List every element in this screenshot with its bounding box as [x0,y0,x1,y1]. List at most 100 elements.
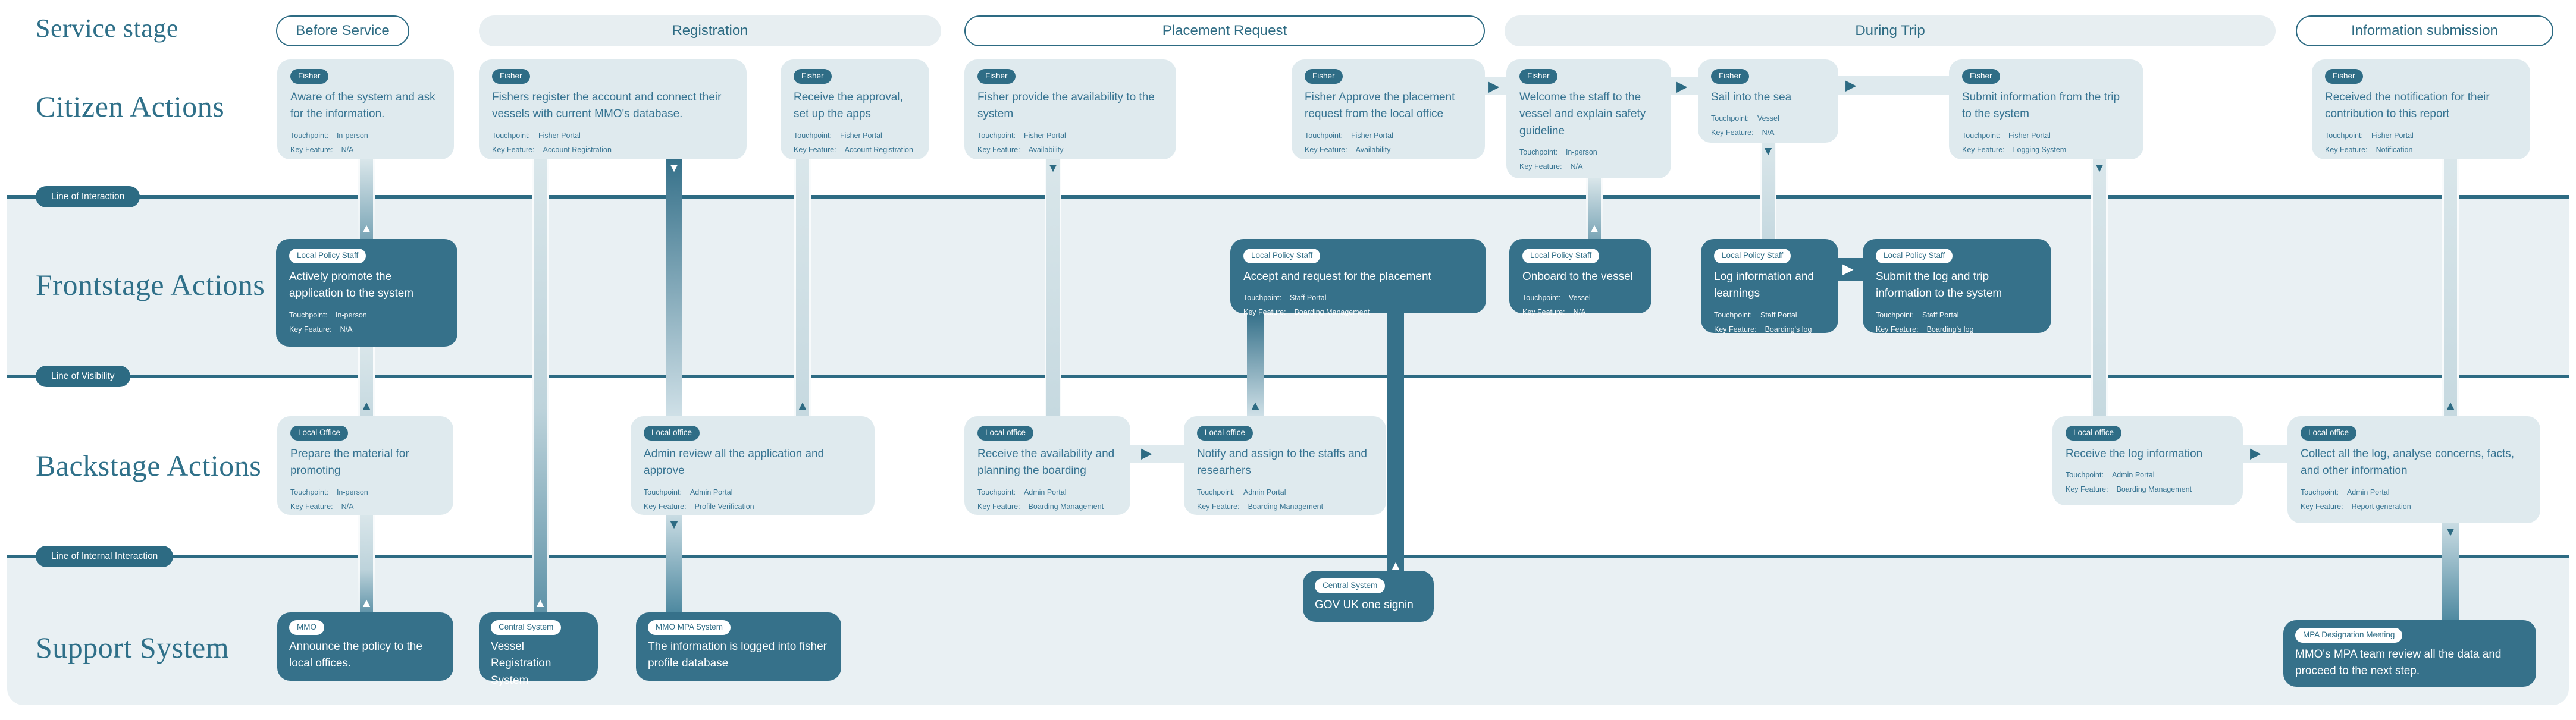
stage-pill-label: Before Service [296,23,390,39]
stage-pill-during-trip[interactable]: During Trip [1505,15,2276,46]
key-feature-label: Key Feature: [1519,162,1562,171]
touchpoint-row: Touchpoint:In-person [290,486,440,500]
card-title: Receive the approval, set up the apps [794,90,903,121]
touchpoint-row: Touchpoint:Vessel [1711,112,1825,126]
lane-label-service-stage: Service stage [36,14,178,43]
touchpoint-value: Vessel [1757,114,1779,123]
key-feature-row: Key Feature:Availability [1305,143,1472,158]
touchpoint-label: Touchpoint: [290,131,328,140]
touchpoint-row: Touchpoint:In-person [1519,146,1658,160]
horizontal-connector [1669,77,1700,95]
touchpoint-value: In-person [1565,148,1597,157]
touchpoint-label: Touchpoint: [289,310,327,319]
card-title: MMO's MPA team review all the data and p… [2295,647,2502,678]
vertical-connector [1387,313,1404,571]
touchpoint-row: Touchpoint:Admin Portal [1197,486,1373,500]
key-feature-label: Key Feature: [644,502,687,511]
key-feature-value: Availability [1355,145,1391,154]
touchpoint-row: Touchpoint:Admin Portal [2066,469,2230,483]
stage-pill-before-service[interactable]: Before Service [276,15,409,46]
actor-badge: Local Office [290,426,349,441]
arrow-right-icon: ▶ [1842,261,1854,277]
key-feature-label: Key Feature: [1522,308,1565,317]
touchpoint-row: Touchpoint: In-person [290,129,441,143]
actor-badge: MMO MPA System [648,620,731,635]
key-feature-row: Key Feature:Logging System [1962,143,2130,158]
touchpoint-value: In-person [335,310,367,319]
key-feature-value: Report generation [2351,502,2411,511]
card-title: Fisher Approve the placement request fro… [1305,90,1455,121]
vertical-connector [2442,523,2459,621]
touchpoint-value: Admin Portal [690,488,733,496]
lane-label-backstage-actions: Backstage Actions [36,449,262,482]
actor-badge: Local Policy Staff [1876,249,1953,263]
key-feature-label: Key Feature: [794,145,836,154]
key-feature-label: Key Feature: [1714,325,1757,334]
stage-pill-registration[interactable]: Registration [479,15,941,46]
stage-pill-placement-request[interactable]: Placement Request [964,15,1485,46]
touchpoint-value: Staff Portal [1289,294,1327,303]
arrow-right-icon: ▶ [2250,445,2261,461]
key-feature-value: N/A [1573,308,1586,317]
touchpoint-label: Touchpoint: [492,131,530,140]
key-feature-row: Key Feature:Notification [2325,143,2517,158]
touchpoint-label: Touchpoint: [794,131,832,140]
actor-badge: Fisher [1519,69,1557,84]
line-of-internal-interaction-badge: Line of Internal Interaction [36,546,174,567]
touchpoint-row: Touchpoint:Admin Portal [977,486,1117,500]
key-feature-label: Key Feature: [2066,485,2108,494]
touchpoint-label: Touchpoint: [1197,488,1235,496]
key-feature-label: Key Feature: [492,145,535,154]
stage-pill-information-submission[interactable]: Information submission [2296,15,2553,46]
actor-badge: Local Policy Staff [289,249,366,263]
touchpoint-row: Touchpoint: Staff Portal [1243,291,1473,306]
card-title: Announce the policy to the local offices… [289,640,422,670]
key-feature-value: Boarding Management [2116,485,2192,494]
line-of-internal-interaction-line [7,555,2569,558]
actor-badge: Local office [644,426,700,441]
touchpoint-row: Touchpoint:Staff Portal [1876,309,2038,323]
touchpoint-label: Touchpoint: [1243,294,1281,303]
stage-pill-label: During Trip [1855,23,1925,39]
card-title: Received the notification for their cont… [2325,90,2490,121]
touchpoint-label: Touchpoint: [2325,131,2363,140]
actor-badge: Fisher [1711,69,1749,84]
key-feature-value: Boarding's log [1926,325,1974,334]
actor-badge: Fisher [1305,69,1343,84]
key-feature-label: Key Feature: [289,325,332,334]
actor-badge: Central System [1315,578,1386,593]
key-feature-row: Key Feature:N/A [290,143,441,158]
touchpoint-value: In-person [336,131,368,140]
separator-label: Line of Visibility [51,371,115,381]
